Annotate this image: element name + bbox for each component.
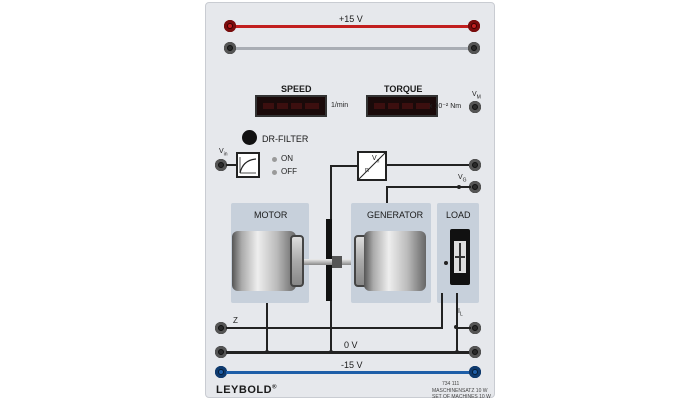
brand-logo: LEYBOLD® [216,384,277,396]
filter-off-led [272,170,277,175]
motor-body [232,231,296,291]
rail-minus15v-label: -15 V [341,360,363,370]
il-wire [456,327,471,329]
socket-minus15v-right[interactable] [469,366,481,378]
catalog-number: 734 111 [442,381,460,387]
converter-vn-label: Vn [372,155,380,165]
converter-input-wire [330,165,332,219]
rail-0v-label: 0 V [344,340,358,350]
socket-gray-left[interactable] [224,42,236,54]
speed-display [255,95,327,117]
z-label: Z [233,316,238,325]
vg-wire-v [386,186,388,206]
load-label: LOAD [446,210,471,220]
load-brake [450,229,470,285]
socket-gray-right[interactable] [468,42,480,54]
il-label: IL [458,308,463,318]
dr-filter-button[interactable] [242,130,257,145]
generator-body [364,231,426,291]
machine-panel: +15 V SPEED 1/min TORQUE x 10⁻² Nm VM DR… [205,2,495,400]
vg-wire [386,186,471,188]
speed-unit: 1/min [331,102,349,109]
z-wire [226,327,441,329]
catalog-de: MASCHINENSATZ 10 W [432,388,488,394]
motor-label: MOTOR [254,210,288,220]
vg-junction [457,185,461,189]
vm-label: VM [472,91,481,101]
socket-vg[interactable] [469,181,481,193]
rail-plus15v-label: +15 V [339,14,363,24]
converter-input-wire-h [330,165,357,167]
converter-n-label: n [365,167,369,174]
socket-z[interactable] [215,322,227,334]
vin-wire [226,164,236,166]
il-junction [454,325,458,329]
socket-0v-left[interactable] [215,346,227,358]
filter-block [236,152,260,178]
rail-0v [226,351,471,354]
socket-plus15v-right[interactable] [468,20,480,32]
filter-off-label: OFF [281,167,297,176]
socket-vin[interactable] [215,159,227,171]
dr-filter-label: DR-FILTER [262,134,309,144]
socket-0v-right[interactable] [469,346,481,358]
rail-gray [231,47,471,50]
torque-label: TORQUE [384,84,423,94]
motor-feed-wire [266,303,268,353]
shaft [304,259,354,265]
rail-minus15v [226,371,471,374]
socket-minus15v-left[interactable] [215,366,227,378]
filter-on-led [272,157,277,162]
converter-output-wire [387,164,472,166]
il-wire-v [456,293,458,353]
torque-unit: x 10⁻² Nm [429,103,462,110]
vg-label: VG [458,174,467,184]
speed-label: SPEED [281,84,312,94]
rail-plus15v [231,25,471,28]
coupling-ground-wire [330,301,332,351]
speed-converter-block: Vn n [357,151,387,181]
motor-end-cap [290,235,304,287]
junction-0v-b [329,350,333,354]
filter-on-label: ON [281,154,293,163]
load-indicator [444,261,448,265]
vin-label: Vin [219,148,228,158]
junction-0v-c [455,350,459,354]
catalog-en: SET OF MACHINES 10 W [432,394,491,400]
junction-0v-a [265,350,269,354]
coupling-hub [332,256,342,268]
socket-vm[interactable] [469,101,481,113]
z-wire-up [441,293,443,329]
socket-vn[interactable] [469,159,481,171]
generator-label: GENERATOR [367,210,424,220]
socket-il[interactable] [469,322,481,334]
socket-plus15v-left[interactable] [224,20,236,32]
torque-display [366,95,438,117]
